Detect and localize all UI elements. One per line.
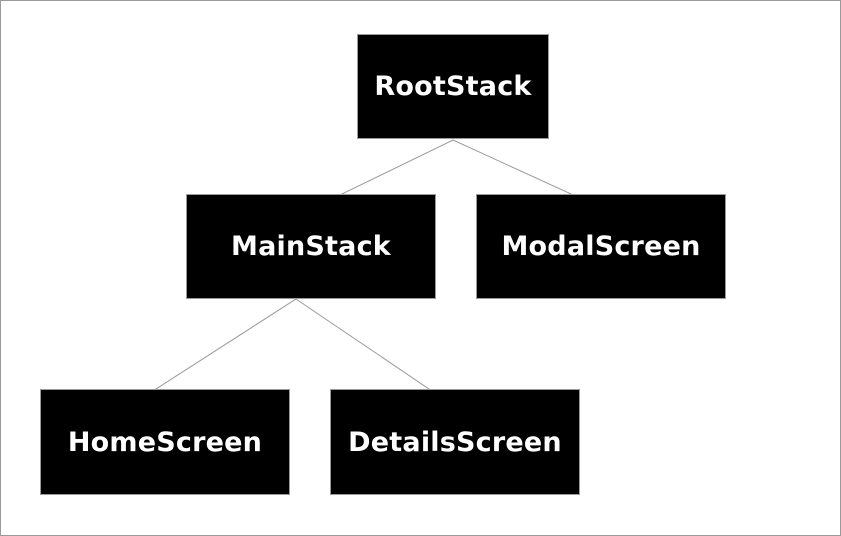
node-label-modalscreen: ModalScreen (501, 231, 701, 262)
node-label-homescreen: HomeScreen (67, 426, 263, 458)
node-label-rootstack: RootStack (374, 71, 532, 102)
node-label-mainstack: MainStack (231, 231, 391, 262)
edge-mainstack-to-homescreen (155, 298, 297, 390)
node-homescreen[interactable]: HomeScreen (40, 389, 290, 495)
node-detailsscreen[interactable]: DetailsScreen (330, 389, 580, 495)
node-label-detailsscreen: DetailsScreen (348, 426, 562, 458)
edge-mainstack-to-detailsscreen (295, 298, 430, 390)
edge-rootstack-to-mainstack (341, 139, 454, 195)
node-rootstack[interactable]: RootStack (357, 34, 549, 139)
edge-rootstack-to-modalscreen (452, 139, 572, 195)
node-modalscreen[interactable]: ModalScreen (476, 194, 726, 299)
node-mainstack[interactable]: MainStack (186, 194, 436, 299)
